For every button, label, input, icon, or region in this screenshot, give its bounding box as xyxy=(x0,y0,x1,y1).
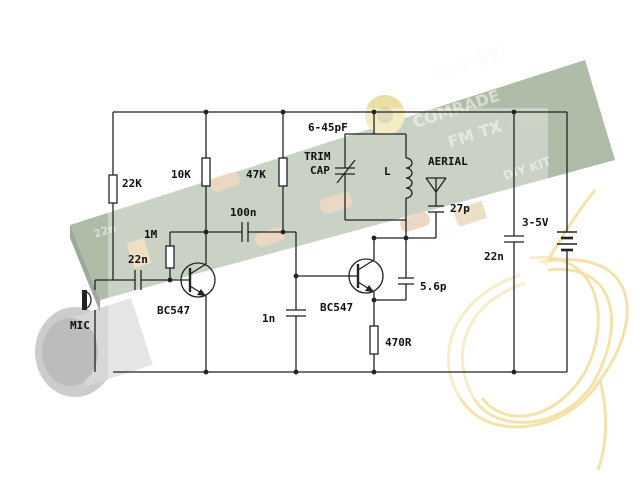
resistor-10k xyxy=(201,157,211,187)
resistor-470r xyxy=(369,325,379,355)
label-supply: 3-5V xyxy=(522,216,549,229)
antenna-wire-photo xyxy=(447,189,629,471)
junction-dots xyxy=(167,109,517,375)
label-22n-input: 22n xyxy=(128,253,148,266)
aerial-symbol xyxy=(425,177,447,206)
label-q1: BC547 xyxy=(157,304,190,317)
label-1n: 1n xyxy=(262,312,275,325)
schematic: 22K 10K 47K 100n 1M 22n MIC BC547 1n 6-4… xyxy=(70,109,577,375)
mic-symbol xyxy=(82,280,96,372)
inductor-l xyxy=(405,157,413,199)
label-5p6: 5.6p xyxy=(420,280,447,293)
label-mic: MIC xyxy=(70,319,90,332)
transistor-q2 xyxy=(348,258,384,294)
label-q2: BC547 xyxy=(320,301,353,314)
label-22k: 22K xyxy=(122,177,142,190)
label-27p: 27p xyxy=(450,202,470,215)
label-cap: CAP xyxy=(310,164,330,177)
label-47k: 47K xyxy=(246,168,266,181)
label-1m: 1M xyxy=(144,228,158,241)
label-470r: 470R xyxy=(385,336,412,349)
pcb-components xyxy=(126,95,488,269)
label-100n: 100n xyxy=(230,206,257,219)
resistor-22k xyxy=(108,174,118,204)
label-aerial: AERIAL xyxy=(428,155,468,168)
label-inductor: L xyxy=(384,165,391,178)
label-trimcap-value: 6-45pF xyxy=(308,121,348,134)
transistor-q1 xyxy=(170,262,216,298)
label-trim: TRIM xyxy=(304,150,331,163)
resistor-47k xyxy=(278,157,288,187)
resistor-1m xyxy=(165,245,175,269)
label-10k: 10K xyxy=(171,168,191,181)
board-voltage-text: +⊖3-5V xyxy=(425,43,504,87)
schematic-haze xyxy=(108,108,548,398)
label-22n-supply: 22n xyxy=(484,250,504,263)
